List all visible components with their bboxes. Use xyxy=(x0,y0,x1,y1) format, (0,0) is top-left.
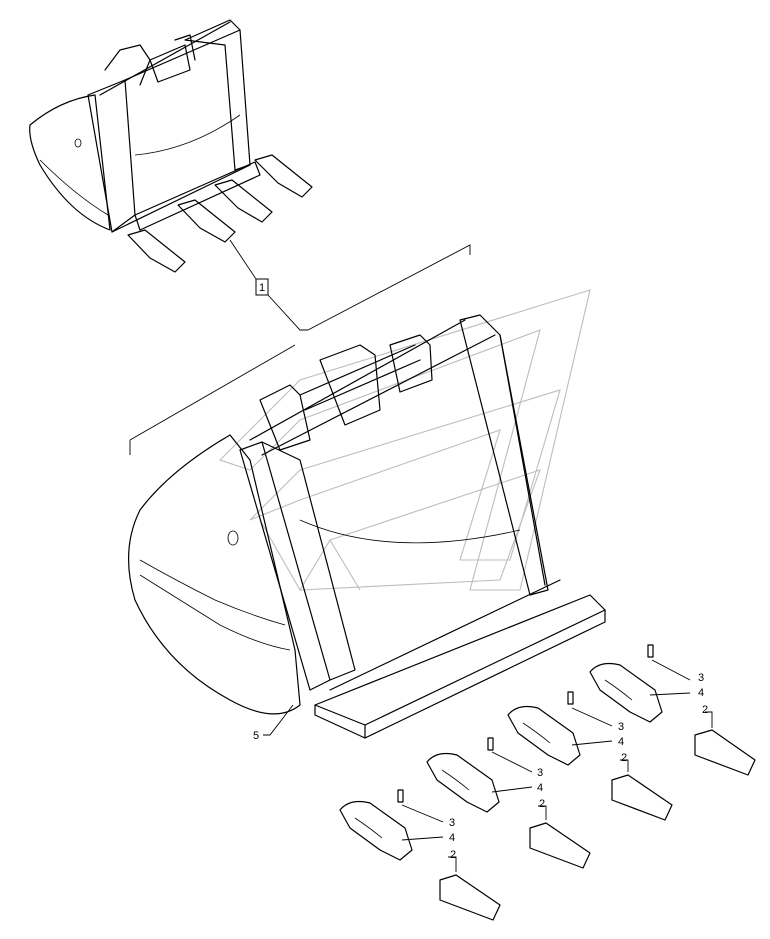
callout-4-a: 4 xyxy=(698,687,704,699)
callout-4-b: 4 xyxy=(618,736,624,748)
callout-2-c: 2 xyxy=(539,798,545,810)
callout-2-d: 2 xyxy=(450,849,456,861)
callout-4-d: 4 xyxy=(449,832,455,844)
callout-label-5: 5 xyxy=(253,730,259,742)
main-bucket-drawing xyxy=(128,314,606,739)
tooth-set-c xyxy=(426,737,591,869)
pin-d xyxy=(397,789,404,803)
tooth-set-b xyxy=(507,691,673,821)
callout-2-a: 2 xyxy=(702,704,708,716)
adapter-c xyxy=(426,752,500,813)
adapter-a xyxy=(589,662,663,723)
tooth-set-a xyxy=(589,644,756,776)
callout-4-c: 4 xyxy=(537,782,543,794)
assembled-bucket-drawing xyxy=(29,19,313,273)
tooth-d xyxy=(439,874,501,921)
tooth-c xyxy=(529,822,591,869)
adapter-d xyxy=(339,800,413,861)
pin-b xyxy=(567,691,574,705)
tooth-a xyxy=(694,729,756,776)
callout-3-d: 3 xyxy=(449,817,455,829)
callout-1-group: 1 xyxy=(129,239,471,455)
teeth-callouts: 3 4 2 3 4 2 3 4 2 3 4 2 xyxy=(449,672,708,861)
tooth-b xyxy=(611,774,673,821)
callout-2-b: 2 xyxy=(621,752,627,764)
pin-c xyxy=(487,737,494,751)
adapter-b xyxy=(507,705,581,766)
pin-a xyxy=(647,644,654,658)
callout-5-group: 5 xyxy=(253,704,294,742)
callout-label-1: 1 xyxy=(259,282,265,294)
callout-3-b: 3 xyxy=(618,721,624,733)
callout-box-1 xyxy=(255,278,269,296)
callout-3-a: 3 xyxy=(698,672,704,684)
callout-3-c: 3 xyxy=(537,767,543,779)
tooth-set-d xyxy=(339,789,501,921)
